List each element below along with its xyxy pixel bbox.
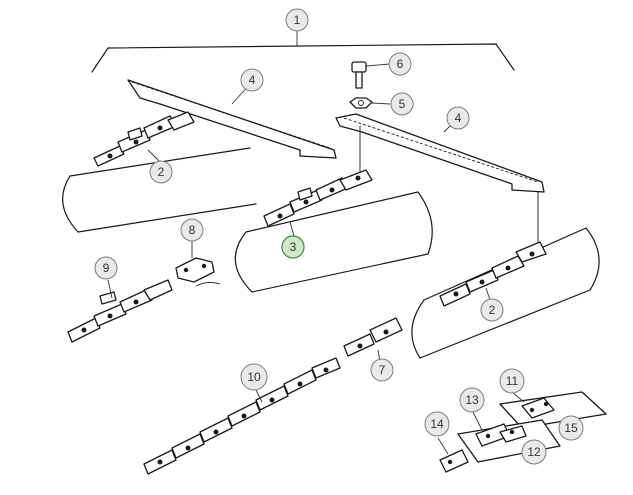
svg-text:15: 15 — [564, 421, 578, 435]
svg-text:8: 8 — [189, 223, 196, 237]
svg-text:7: 7 — [379, 363, 386, 377]
callout-1: 1 — [285, 8, 309, 32]
chain-guide-loop-left — [62, 147, 257, 233]
svg-text:11: 11 — [506, 374, 519, 388]
chain-guide-loop-right — [411, 227, 600, 359]
callout-2-left: 2 — [149, 160, 173, 184]
svg-text:3: 3 — [290, 240, 297, 254]
chain-segment-center — [263, 169, 373, 227]
svg-text:12: 12 — [527, 445, 541, 459]
chain-long-item-10 — [143, 357, 341, 475]
chain-segment-item-9 — [67, 279, 173, 343]
svg-text:4: 4 — [249, 73, 256, 87]
single-link-item-14 — [439, 449, 469, 473]
svg-text:2: 2 — [158, 165, 165, 179]
bolt — [351, 61, 367, 89]
toothed-bar-left — [127, 79, 337, 159]
connector-link-item-8 — [175, 257, 221, 287]
connector-link-item-7 — [343, 317, 403, 357]
svg-text:10: 10 — [247, 370, 261, 384]
kit-plate-item-11 — [499, 391, 607, 429]
nut — [349, 97, 373, 109]
callout-4-right: 4 — [446, 106, 470, 130]
callout-12: 12 — [521, 439, 547, 465]
svg-text:13: 13 — [465, 393, 479, 407]
assembly-bracket — [91, 43, 515, 73]
chain-segment-right — [439, 241, 547, 307]
chain-guide-loop-center — [234, 191, 433, 293]
callout-7: 7 — [370, 358, 394, 382]
callout-4-left: 4 — [240, 68, 264, 92]
svg-text:6: 6 — [397, 57, 404, 71]
callout-6: 6 — [388, 52, 412, 76]
svg-text:9: 9 — [103, 261, 110, 275]
svg-text:5: 5 — [399, 97, 406, 111]
callout-10: 10 — [240, 363, 268, 391]
callout-2-right: 2 — [480, 298, 504, 322]
callout-9: 9 — [94, 256, 118, 280]
callout-13: 13 — [459, 387, 485, 413]
callout-3: 3 — [281, 235, 305, 259]
svg-text:14: 14 — [430, 417, 444, 431]
toothed-bar-right — [335, 113, 545, 193]
callout-11: 11 — [499, 368, 525, 394]
callout-8: 8 — [180, 218, 204, 242]
chain-segment-left — [93, 111, 195, 167]
kit-plate-item-12 — [457, 419, 561, 463]
svg-text:2: 2 — [489, 303, 496, 317]
svg-text:1: 1 — [294, 13, 301, 27]
callout-14: 14 — [424, 411, 450, 437]
callout-15: 15 — [558, 415, 584, 441]
callout-5: 5 — [390, 92, 414, 116]
svg-text:4: 4 — [455, 111, 462, 125]
